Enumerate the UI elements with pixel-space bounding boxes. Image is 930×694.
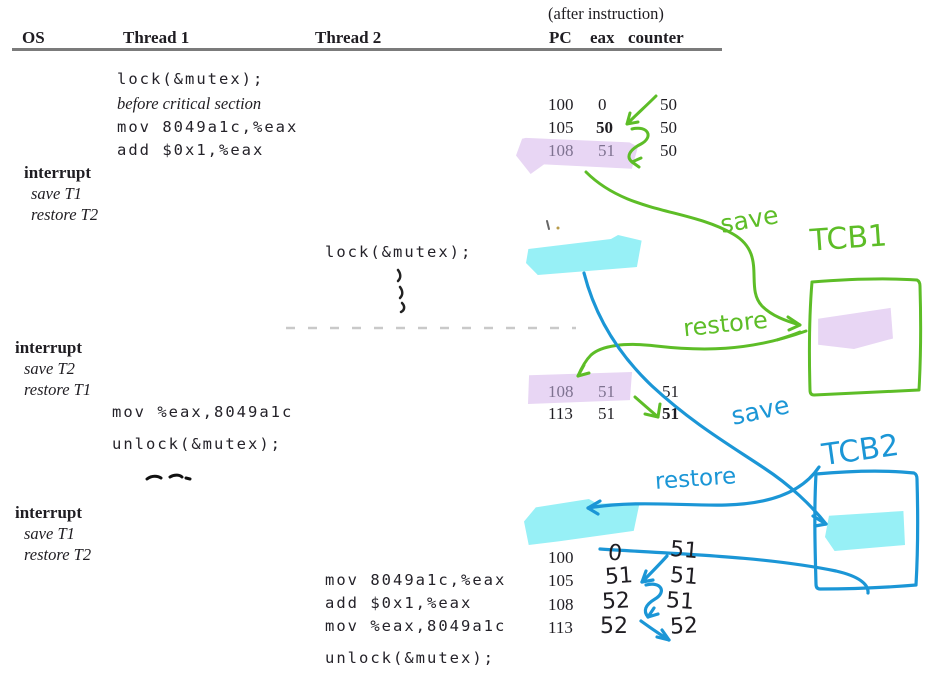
trace-cell: 100 [548,95,574,114]
green-arrow-mid [633,395,662,419]
handwritten-eax-value: 52 [600,614,628,639]
tcb1-label: TCB1 [808,218,889,259]
t1-mov-store: mov %eax,8049a1c [112,403,294,421]
cyan-highlight-tcb2 [825,511,905,551]
column-thread2: Thread 2 [315,28,382,47]
interrupt-2-save: save T2 [24,359,75,378]
tcb2-label: TCB2 [819,427,902,474]
t1-add: add $0x1,%eax [117,141,265,159]
column-thread1: Thread 1 [123,28,190,47]
trace-cell: 50 [660,95,677,114]
save-label-blue: save [728,390,792,431]
stray-dot [556,226,560,230]
trace-cell: 0 [598,95,607,114]
column-pc: PC [549,28,572,47]
trace-cell: 50 [660,141,677,160]
interrupt-1-restore: restore T2 [31,205,99,224]
cyan-highlight-bottom [524,498,640,545]
t1-lock: lock(&mutex); [117,70,265,88]
trace-cell: 105 [548,571,574,590]
green-arrow-counter-to-eax [625,94,658,126]
trace-cell: 113 [548,404,573,423]
handwritten-eax-value: 51 [604,563,634,590]
trace-cell: 108 [548,595,574,614]
trace-cell: 105 [548,118,574,137]
t2-mov-load: mov 8049a1c,%eax [325,571,507,589]
trace-cell: 51 [598,404,615,423]
trace-cell: 108 [548,382,574,401]
interrupt-3-restore: restore T2 [24,545,92,564]
interrupt-3-save: save T1 [24,524,75,543]
trace-cell: 51 [662,404,679,423]
interrupt-1-title: interrupt [24,163,92,182]
trace-cell: 100 [548,548,574,567]
purple-highlight-mid-row [528,372,632,404]
handwritten-eax-value: 52 [601,588,631,615]
column-counter: counter [628,28,684,47]
t2-unlock: unlock(&mutex); [325,649,495,667]
trace-cell: 50 [660,118,677,137]
trace-cell: 108 [548,141,574,160]
restore-label-blue: restore [654,463,738,495]
interrupt-2-restore: restore T1 [24,380,92,399]
blue-arrow-52-to-52 [639,619,671,642]
trace-cell: 113 [548,618,573,637]
blue-curl-arrow [643,582,663,619]
interrupt-1-save: save T1 [31,184,82,203]
ellipsis-marks [396,268,406,314]
t1-unlock: unlock(&mutex); [112,435,282,453]
handwritten-counter-value: 51 [669,562,700,591]
column-eax: eax [590,28,615,47]
trace-cell: 50 [596,118,613,137]
t1-before-critical: before critical section [117,94,262,113]
t2-add: add $0x1,%eax [325,594,473,612]
purple-highlight-top-row [516,137,638,174]
restore-label-green: restore [681,305,770,343]
interrupt-3-title: interrupt [15,503,83,522]
handwritten-counter-value: 52 [669,613,699,640]
trace-cell: 51 [598,141,615,160]
t1-mov-load: mov 8049a1c,%eax [117,118,299,136]
column-os: OS [22,28,45,47]
cyan-highlight-lock [526,235,642,275]
trace-cell: 51 [598,382,615,401]
handwritten-counter-value: 51 [665,588,695,615]
blue-arrow-51-to-51 [640,554,669,584]
handwritten-counter-value: 51 [669,536,700,565]
purple-highlight-tcb1 [818,307,893,349]
trace-cell: 51 [662,382,679,401]
interrupt-2-title: interrupt [15,338,83,357]
save-label-green: save [717,200,781,239]
blue-lower-sweep [598,547,870,595]
header-rule [12,48,722,51]
after-instruction-label: (after instruction) [548,4,664,23]
handwritten-eax-value: 0 [606,540,624,567]
t2-mov-store: mov %eax,8049a1c [325,617,507,635]
t2-lock: lock(&mutex); [325,243,473,261]
